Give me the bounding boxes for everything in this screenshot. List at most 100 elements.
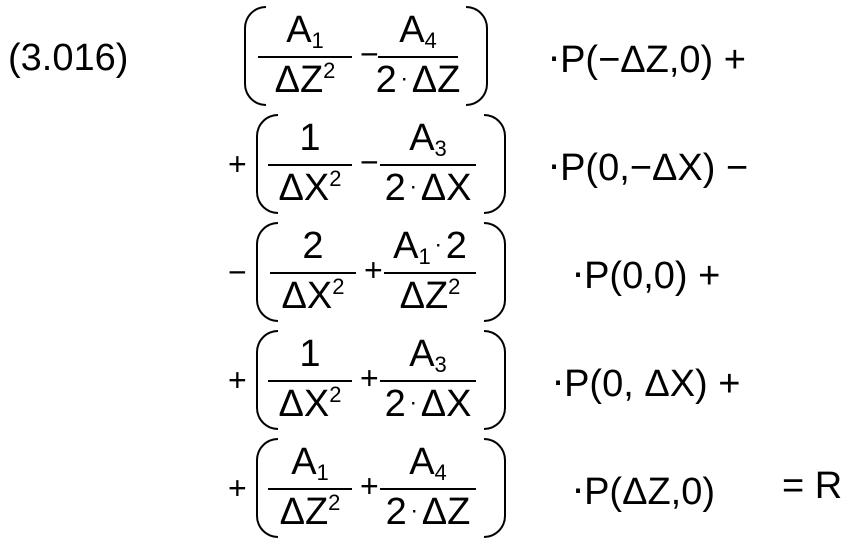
denominator-exponent: 2	[448, 274, 461, 299]
denominator-text: ΔX	[278, 383, 330, 425]
numerator-text: A	[399, 9, 425, 51]
fraction-bar	[258, 56, 352, 58]
denominator-multiplier: 2	[385, 491, 407, 533]
numerator-subscript: 4	[434, 460, 447, 485]
right-parenthesis	[484, 438, 506, 538]
fraction-numerator: A1	[264, 441, 356, 485]
denominator-exponent: 2	[332, 274, 345, 299]
right-parenthesis	[484, 114, 506, 214]
middle-operator: −	[360, 144, 379, 180]
middle-operator: +	[360, 468, 379, 504]
fraction-bar	[380, 164, 476, 166]
fraction-bar	[384, 272, 476, 274]
right-parenthesis	[484, 222, 506, 322]
leading-operator: +	[228, 362, 247, 398]
fraction-denominator: 2⋅ΔZ	[376, 492, 480, 532]
denominator-text: ΔZ	[279, 491, 329, 533]
numerator-multiplier: 2	[445, 225, 467, 267]
denominator-text: ΔZ	[399, 275, 449, 317]
fraction-bar	[268, 488, 352, 490]
numerator-text: A	[409, 117, 435, 159]
denominator-multiplier: 2	[384, 167, 406, 209]
fraction-denominator: 2⋅ΔX	[376, 168, 480, 208]
numerator-subscript: 3	[434, 352, 447, 377]
middle-operator: +	[364, 252, 383, 288]
numerator-text: 2	[302, 225, 324, 267]
pressure-term: ⋅P(0,0) +	[572, 255, 721, 297]
equation-number: (3.016)	[8, 37, 129, 79]
fraction-denominator: ΔX2	[264, 166, 356, 209]
denominator-exponent: 2	[329, 166, 342, 191]
fraction-numerator: A1⋅2	[380, 225, 480, 269]
fraction-bar	[268, 164, 352, 166]
leading-operator: +	[228, 146, 247, 182]
fraction-bar	[270, 272, 356, 274]
fraction-numerator: A4	[374, 9, 462, 53]
equation-rhs: = R	[782, 465, 843, 507]
numerator-text: A	[409, 441, 435, 483]
denominator-text: ΔZ	[411, 59, 461, 101]
numerator-subscript: 1	[311, 28, 324, 53]
numerator-text: 1	[299, 333, 321, 375]
numerator-text: A	[393, 225, 419, 267]
denominator-text: ΔX	[278, 167, 330, 209]
denominator-text: ΔX	[281, 275, 333, 317]
numerator-text: A	[409, 333, 435, 375]
fraction-denominator: 2⋅ΔZ	[374, 60, 462, 100]
leading-operator: −	[228, 254, 247, 290]
middle-operator: −	[360, 36, 379, 72]
fraction-numerator: 1	[264, 334, 356, 374]
fraction-bar	[378, 56, 458, 58]
fraction-second: A4 2⋅ΔZ	[374, 8, 462, 104]
leading-operator: +	[228, 470, 247, 506]
pressure-term: ⋅P(0, ΔX) +	[552, 363, 741, 405]
numerator-subscript: 3	[434, 136, 447, 161]
fraction-numerator: 2	[266, 226, 360, 266]
fraction-denominator: ΔZ2	[380, 274, 480, 317]
fraction-second: A3 2⋅ΔX	[376, 116, 480, 212]
fraction-denominator: 2⋅ΔX	[376, 384, 480, 424]
fraction-bar	[268, 380, 352, 382]
pressure-term: ⋅P(ΔZ,0)	[572, 471, 716, 513]
denominator-text: ΔZ	[274, 59, 324, 101]
pressure-term: ⋅P(0,−ΔX) −	[548, 147, 749, 189]
numerator-text: A	[286, 9, 312, 51]
multiply-dot-icon: ⋅	[409, 175, 417, 200]
numerator-text: A	[291, 441, 317, 483]
right-parenthesis	[484, 330, 506, 430]
numerator-subscript: 1	[418, 244, 431, 269]
fraction-numerator: 1	[264, 118, 356, 158]
denominator-multiplier: 2	[384, 383, 406, 425]
fraction-denominator: ΔZ2	[264, 490, 356, 533]
numerator-subscript: 4	[424, 28, 437, 53]
denominator-text: ΔX	[420, 383, 472, 425]
multiply-dot-icon: ⋅	[410, 499, 418, 524]
fraction-denominator: ΔZ2	[254, 58, 356, 101]
middle-operator: +	[360, 360, 379, 396]
denominator-exponent: 2	[328, 490, 341, 515]
multiply-dot-icon: ⋅	[400, 67, 408, 92]
denominator-text: ΔX	[420, 167, 472, 209]
multiply-dot-icon: ⋅	[434, 233, 442, 258]
fraction-bar	[380, 488, 476, 490]
fraction-numerator: A1	[254, 9, 356, 53]
numerator-subscript: 1	[316, 460, 329, 485]
fraction-numerator: A3	[376, 333, 480, 377]
right-parenthesis	[466, 6, 488, 106]
fraction-second: A4 2⋅ΔZ	[376, 440, 480, 536]
fraction-denominator: ΔX2	[266, 274, 360, 317]
denominator-exponent: 2	[323, 58, 336, 83]
denominator-text: ΔZ	[421, 491, 471, 533]
denominator-multiplier: 2	[375, 59, 397, 101]
